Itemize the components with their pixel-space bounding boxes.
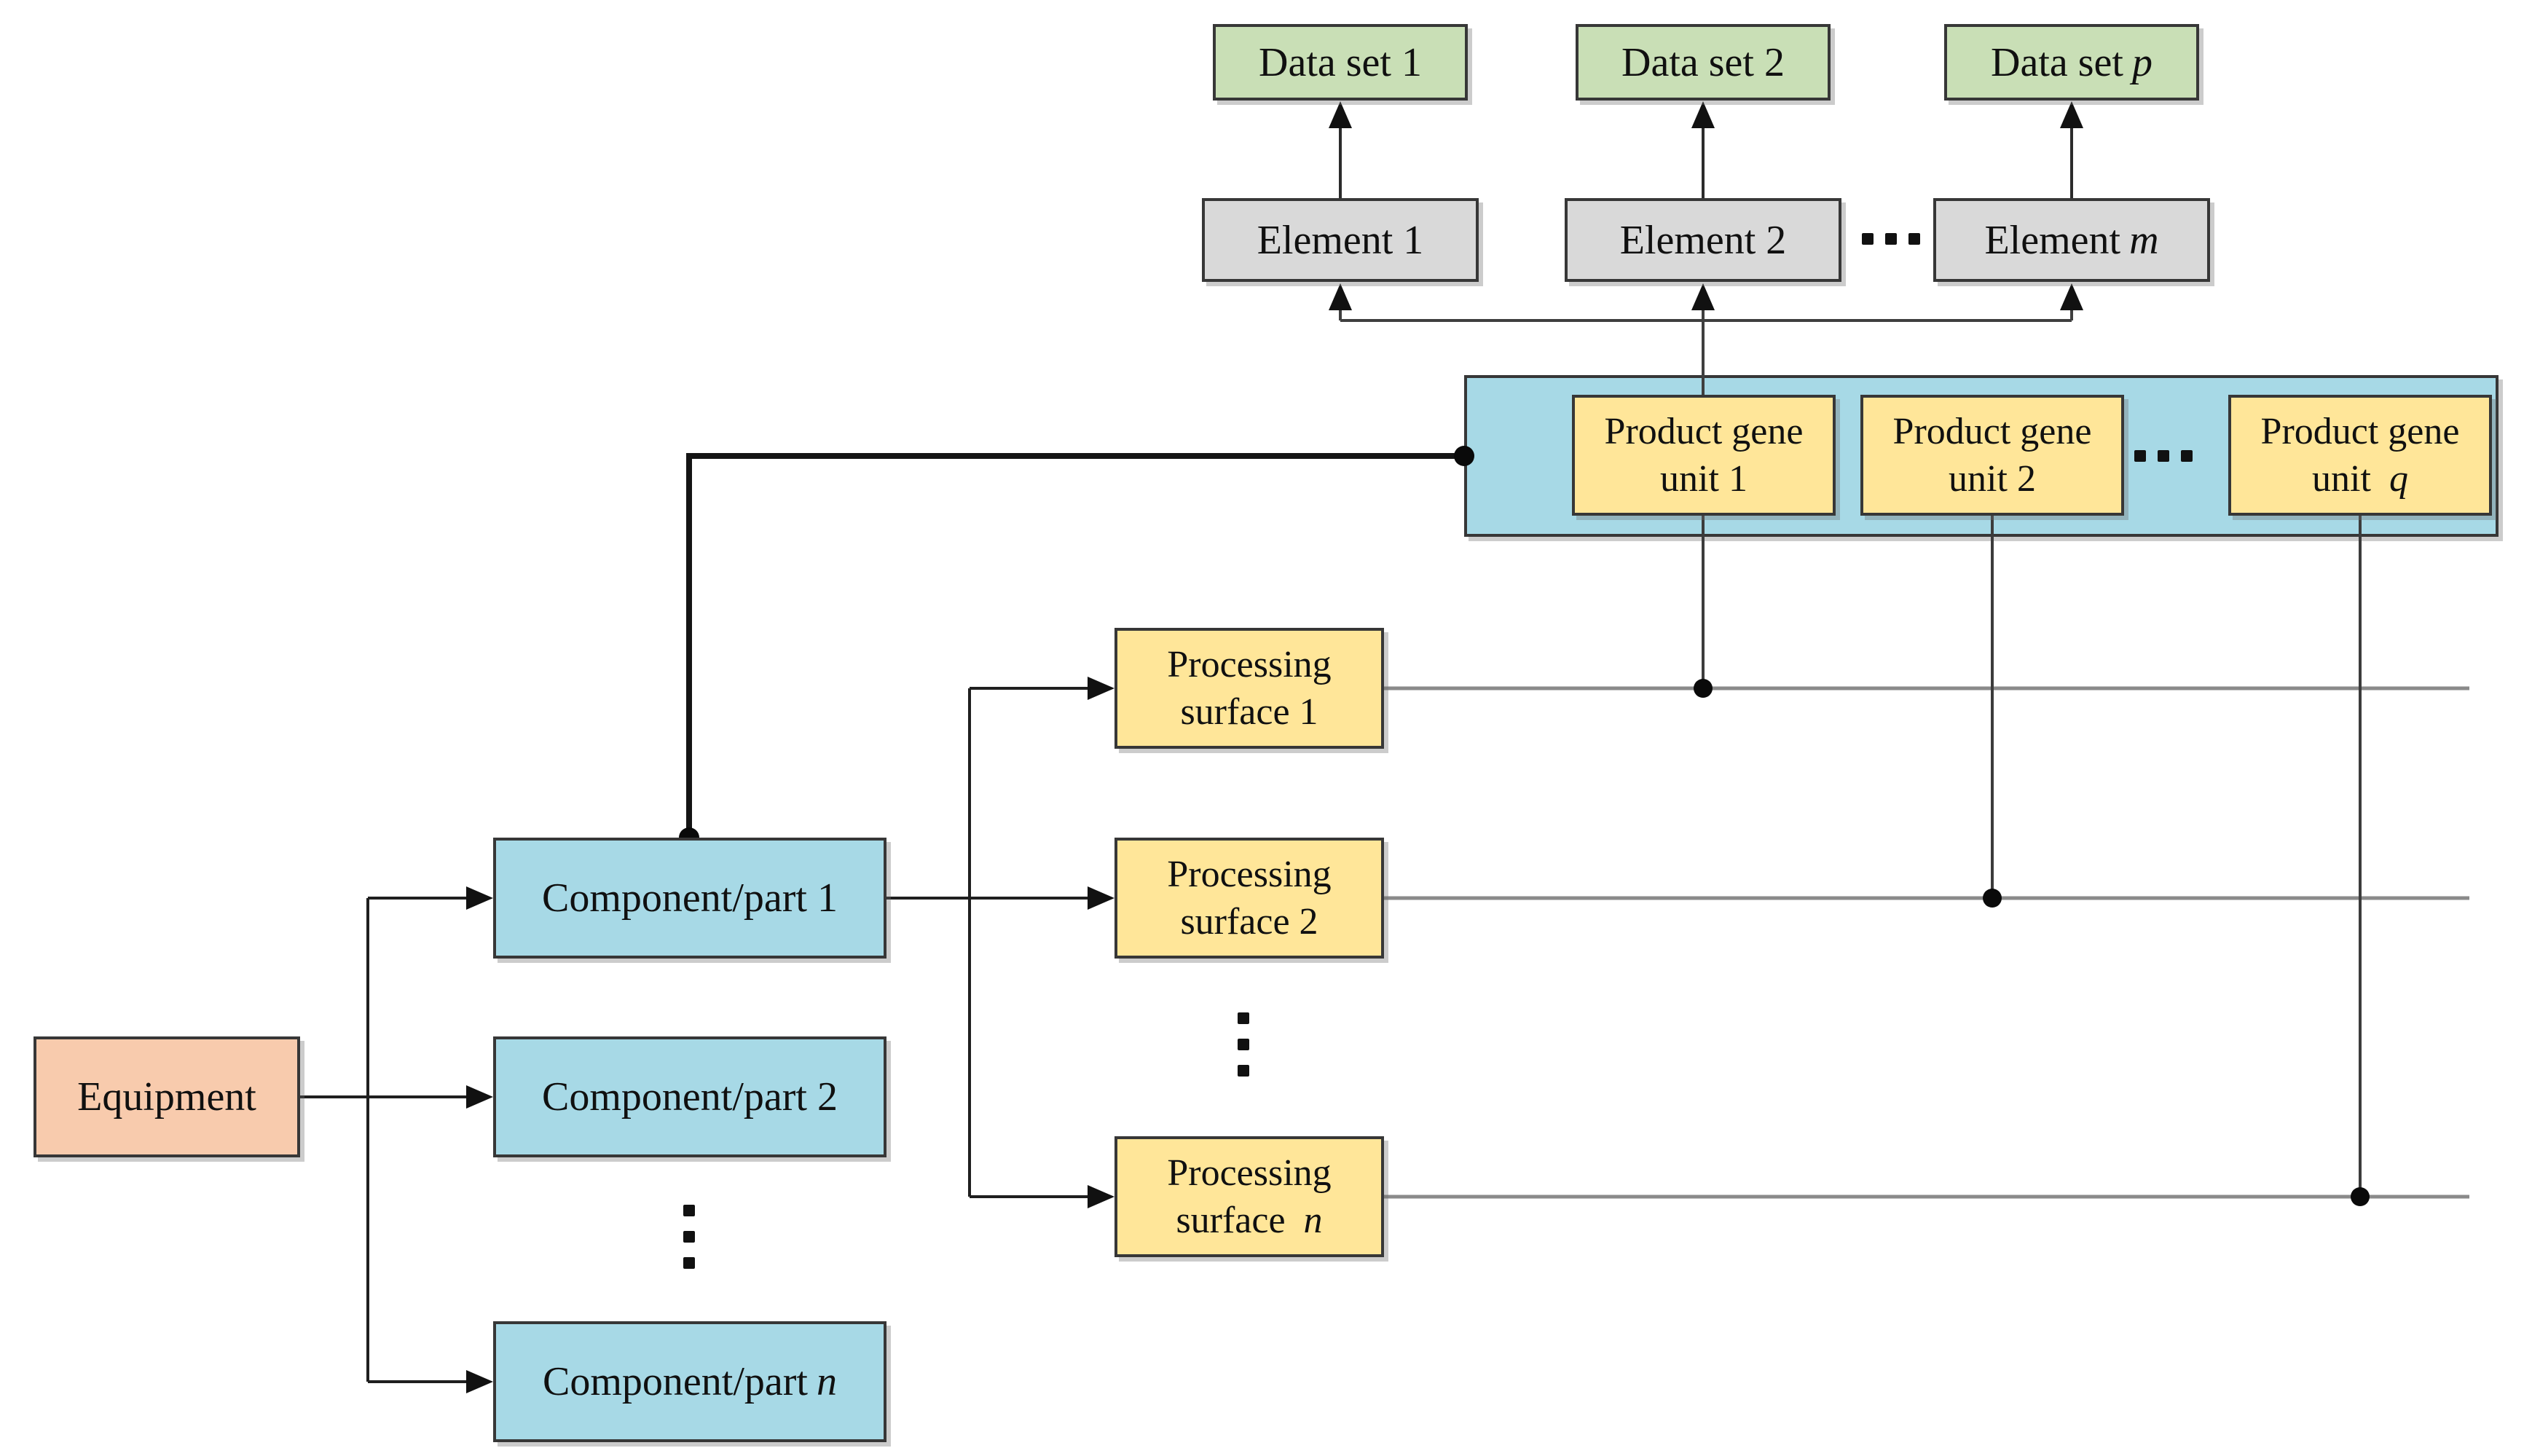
dataset-2-label: Data set 2 xyxy=(1621,39,1785,85)
ellipsis-dot xyxy=(1238,1012,1249,1024)
gene-unit-down-risers xyxy=(1702,516,2362,1197)
element-connector-lines xyxy=(1339,307,2073,395)
gene-unit-2-label: Product gene unit 2 xyxy=(1892,411,2092,500)
gene-unit-2-box: Product gene unit 2 xyxy=(1860,395,2124,516)
ellipsis-dot xyxy=(1238,1065,1249,1077)
ellipsis-dot xyxy=(1238,1039,1249,1050)
component1-branch-lines xyxy=(886,687,1090,1198)
element-1-box: Element 1 xyxy=(1202,198,1479,282)
component-n-box: Component/part n xyxy=(493,1321,886,1442)
element-m-box: Element m xyxy=(1933,198,2210,282)
dataset-p-label: Data set xyxy=(1991,39,2123,85)
element-1-label: Element 1 xyxy=(1257,217,1424,263)
ellipsis-dot xyxy=(683,1257,695,1269)
junction-dot-surface1 xyxy=(1694,679,1713,698)
dataset-1-label: Data set 1 xyxy=(1259,39,1422,85)
dataset-1-box: Data set 1 xyxy=(1213,24,1468,101)
ellipsis-dot xyxy=(683,1231,695,1243)
surface-n-label: Processing surface n xyxy=(1167,1152,1332,1241)
surface-rails xyxy=(1384,686,2469,1199)
equipment-box: Equipment xyxy=(34,1036,300,1157)
surface-1-label: Processing surface 1 xyxy=(1167,644,1332,733)
surface-column-ellipsis xyxy=(1238,1012,1249,1077)
equipment-branch-arrowheads xyxy=(466,886,493,1393)
ellipsis-dot xyxy=(1862,233,1874,245)
equipment-label: Equipment xyxy=(77,1074,256,1119)
ellipsis-dot xyxy=(683,1205,695,1216)
dataset-p-box: Data set p xyxy=(1944,24,2199,101)
component-2-box: Component/part 2 xyxy=(493,1036,886,1157)
equipment-branch-lines xyxy=(300,897,469,1383)
component-1-box: Component/part 1 xyxy=(493,838,886,959)
component1-container-thick-link xyxy=(686,453,1464,838)
surface-n-box: Processing surface n xyxy=(1114,1136,1384,1257)
ellipsis-dot xyxy=(2181,450,2193,462)
element-m-label: Element xyxy=(1984,217,2121,263)
ellipsis-dot xyxy=(1908,233,1920,245)
ellipsis-dot xyxy=(2158,450,2169,462)
component1-branch-arrowheads xyxy=(1088,677,1114,1208)
component-1-label: Component/part 1 xyxy=(542,875,838,921)
ellipsis-dot xyxy=(2134,450,2146,462)
surface-2-label: Processing surface 2 xyxy=(1167,854,1332,943)
dataset-riser-lines xyxy=(1339,125,2073,198)
dataset-2-box: Data set 2 xyxy=(1576,24,1831,101)
gene-unit-q-box: Product gene unit q xyxy=(2228,395,2492,516)
component-column-ellipsis xyxy=(683,1205,695,1269)
junction-dot-surface2 xyxy=(1983,889,2002,908)
gene-unit-1-label: Product gene unit 1 xyxy=(1604,411,1804,500)
surface-2-box: Processing surface 2 xyxy=(1114,838,1384,959)
component-2-label: Component/part 2 xyxy=(542,1074,838,1119)
element-2-label: Element 2 xyxy=(1619,217,1787,263)
gene-unit-q-label: Product gene unit q xyxy=(2260,411,2460,500)
junction-dot-container-left xyxy=(1454,446,1474,466)
element-row-ellipsis xyxy=(1862,233,1920,245)
junction-dot-surfacen xyxy=(2351,1187,2370,1206)
dataset-arrowheads xyxy=(1329,101,2083,128)
element-arrowheads xyxy=(1329,283,2083,310)
element-2-box: Element 2 xyxy=(1565,198,1841,282)
gene-unit-1-box: Product gene unit 1 xyxy=(1572,395,1836,516)
ellipsis-dot xyxy=(1885,233,1897,245)
gene-unit-row-ellipsis xyxy=(2134,450,2193,462)
surface-1-box: Processing surface 1 xyxy=(1114,628,1384,749)
component-n-label: Component/part xyxy=(543,1359,808,1404)
